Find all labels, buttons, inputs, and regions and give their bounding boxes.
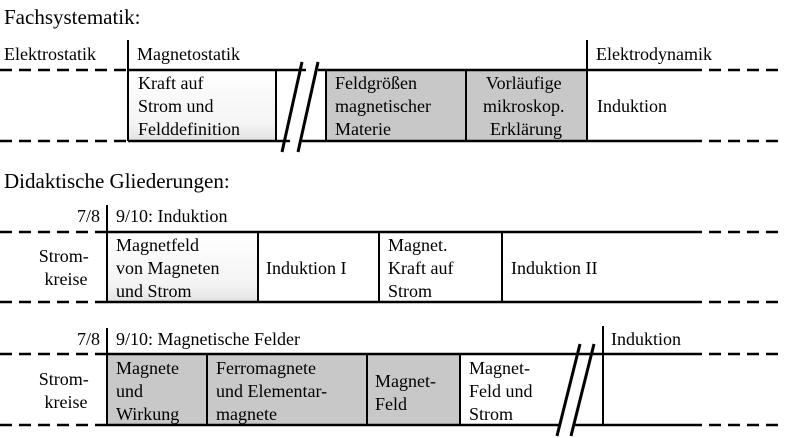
cell-induktion-text: Induktion <box>597 96 667 116</box>
row2-cell-magnete-text: Magnete und Wirkung <box>116 358 183 424</box>
row2-cell-magnetfeld-strom-text: Magnet- Feld und Strom <box>469 358 537 424</box>
row2-cell-magnetfeld <box>367 354 460 425</box>
cell-feldgroessen-text: Feldgrößen magnetischer Materie <box>335 73 435 139</box>
row1-cell-induktion1-text: Induktion I <box>266 258 347 278</box>
row2-cell-ferromagnete <box>207 354 367 425</box>
elektrodynamik-label: Elektrodynamik <box>596 44 712 64</box>
cell-feldgroessen <box>326 70 466 141</box>
break-mark <box>280 61 304 153</box>
break-mark <box>296 61 320 153</box>
row2-grade-right: 9/10: Magnetische Felder <box>116 329 300 349</box>
break-mark <box>569 343 596 437</box>
row2-grade-far: Induktion <box>611 329 681 349</box>
row1-grade-left: 7/8 <box>77 206 100 226</box>
row2-cell-stromkreise-text: Strom- kreise <box>39 369 94 412</box>
row1-cell-induktion2-text: Induktion II <box>511 258 597 278</box>
break-mark <box>555 343 582 437</box>
didaktische-heading: Didaktische Gliederungen: <box>4 169 230 193</box>
row2-cell-ferromagnete-text: Ferromagnete und Elementar- magnete <box>216 358 332 424</box>
row2-grade-left: 7/8 <box>77 329 100 349</box>
cell-kraft <box>128 70 276 141</box>
magnetostatik-label: Magnetostatik <box>137 44 240 64</box>
cell-vorlaeufige-text: Vorläufige mikroskop. Erklärung <box>483 73 569 139</box>
row1-cell-magnet-kraft-text: Magnet. Kraft auf Strom <box>388 235 458 301</box>
cell-vorlaeufige <box>466 70 587 141</box>
row2-cell-magnetfeld-text: Magnet- Feld <box>375 371 440 414</box>
row2-cell-magnete <box>107 354 207 425</box>
row1-cell-magnetfeld-text: Magnetfeld von Magneten und Strom <box>116 235 224 301</box>
elektrostatik-label: Elektrostatik <box>4 44 96 64</box>
cell-kraft-text: Kraft auf Strom und Felddefinition <box>138 73 240 139</box>
fachsystematik-heading: Fachsystematik: <box>4 5 140 29</box>
row1-cell-magnetfeld <box>107 232 258 302</box>
row1-grade-right: 9/10: Induktion <box>116 206 228 226</box>
row1-cell-stromkreise-text: Strom- kreise <box>39 246 94 289</box>
